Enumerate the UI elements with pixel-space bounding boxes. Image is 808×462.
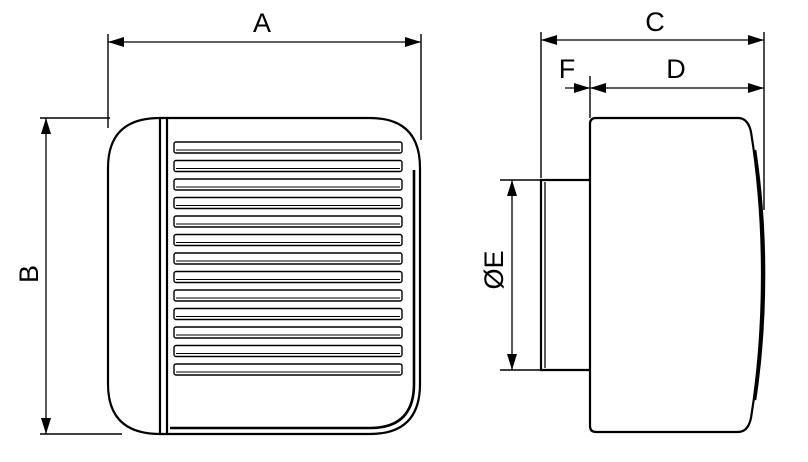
louver-slat — [173, 178, 403, 191]
dimension-a: A — [107, 8, 422, 140]
side-spigot-outline — [539, 178, 590, 372]
dimension-f-label: F — [559, 54, 576, 84]
dimension-d: D — [589, 54, 764, 118]
side-body-shade — [753, 149, 766, 401]
louver-slat — [173, 252, 403, 265]
dimension-d-arrow-right — [748, 83, 764, 93]
louver-slat — [173, 363, 403, 376]
dimension-b: B — [14, 117, 122, 435]
dimension-c-arrow-left — [541, 35, 557, 45]
dimension-c-arrow-right — [748, 35, 764, 45]
dimension-a-arrow-left — [108, 37, 124, 47]
louver-slat — [173, 233, 403, 247]
dimension-e: ØE — [479, 179, 541, 371]
front-housing-shade — [170, 170, 416, 430]
dimension-b-arrow-bottom — [41, 418, 51, 434]
dimension-e-arrow-bottom — [507, 354, 517, 370]
louver-slat — [173, 270, 403, 284]
louver-slat — [173, 344, 403, 358]
dimension-d-label: D — [666, 54, 686, 84]
louver-slat — [173, 159, 403, 173]
louver-slat — [173, 307, 403, 321]
front-view — [106, 116, 422, 436]
dimension-f: F — [559, 54, 590, 93]
side-body-outline — [588, 116, 764, 434]
dimension-e-label: ØE — [479, 250, 509, 289]
dimension-f-arrow-right — [574, 83, 590, 93]
louver-slat — [173, 141, 403, 154]
louver-slat — [173, 289, 403, 302]
dimension-a-arrow-right — [405, 37, 421, 47]
front-housing-outline — [106, 116, 422, 436]
dimension-c: C — [540, 7, 765, 210]
dimension-b-arrow-top — [41, 118, 51, 134]
louver-slat — [173, 196, 403, 210]
dimension-d-arrow-left — [590, 83, 606, 93]
louver-slat — [173, 326, 403, 339]
dimension-e-arrow-top — [507, 180, 517, 196]
front-louvers — [173, 141, 403, 376]
dimension-c-label: C — [645, 7, 665, 37]
dimension-a-label: A — [253, 8, 271, 38]
side-view — [539, 116, 766, 434]
dimension-b-label: B — [14, 265, 44, 283]
louver-slat — [173, 215, 403, 228]
